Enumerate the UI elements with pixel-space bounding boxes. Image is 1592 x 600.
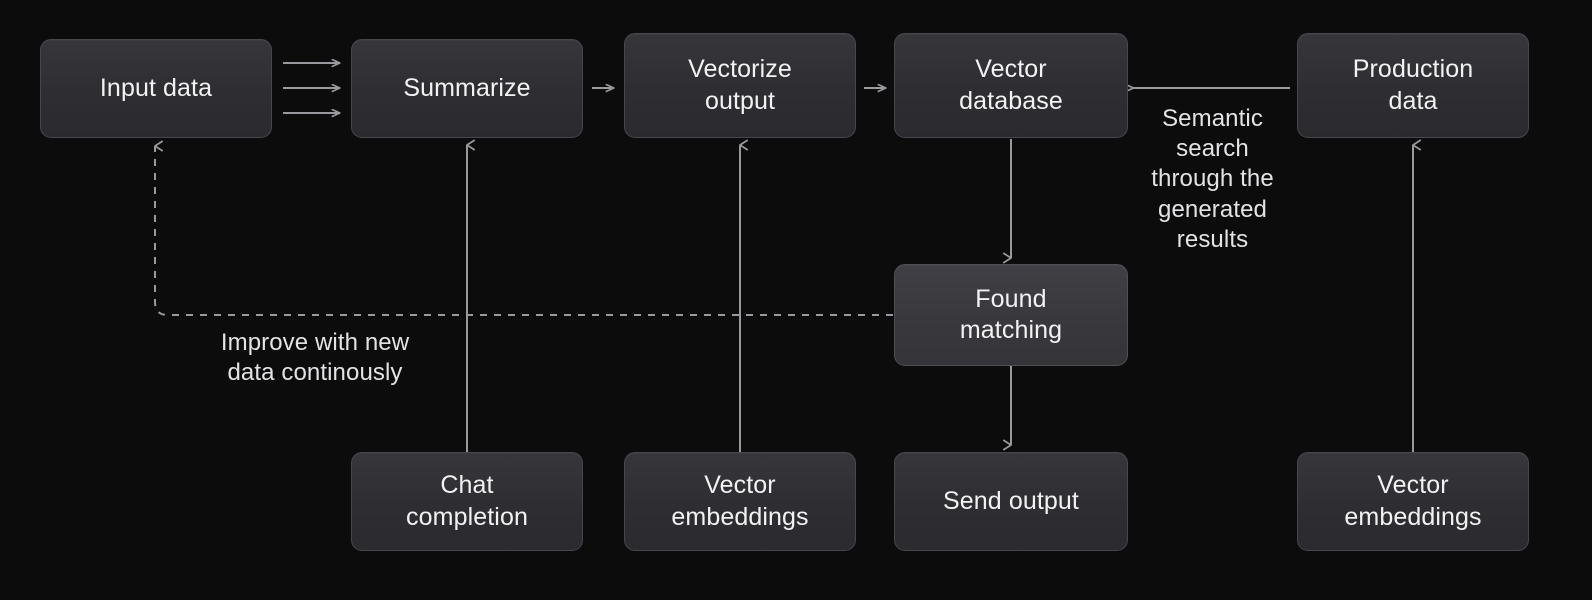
edge-label-semantic-search: Semantic search through the generated re…	[1151, 105, 1274, 253]
node-vector-database[interactable]: Vector database	[894, 33, 1128, 138]
node-production-data[interactable]: Production data	[1297, 33, 1529, 138]
node-vector-embeddings-mid-label: Vector embeddings	[671, 471, 809, 531]
node-vector-database-label: Vector database	[959, 55, 1063, 115]
node-chat-completion-label: Chat completion	[406, 471, 528, 531]
node-found-matching-label: Found matching	[959, 284, 1063, 345]
node-send-output[interactable]: Send output	[894, 452, 1128, 551]
node-vector-embeddings-right[interactable]: Vector embeddings	[1297, 452, 1529, 551]
edge-found-matching-to-input-data-dashed	[154, 140, 893, 316]
node-vectorize-output[interactable]: Vectorize output	[624, 33, 856, 138]
node-send-output-label: Send output	[943, 486, 1079, 515]
node-chat-completion[interactable]: Chat completion	[351, 452, 583, 551]
node-input-data-label: Input data	[99, 73, 213, 102]
node-summarize-label: Summarize	[403, 73, 531, 102]
node-production-data-label: Production data	[1352, 55, 1474, 115]
node-vector-embeddings-right-label: Vector embeddings	[1344, 471, 1482, 531]
edge-input-data-to-summarize	[283, 63, 340, 113]
node-summarize[interactable]: Summarize	[351, 39, 583, 138]
edge-label-improve-with-new-data: Improve with new data continously	[220, 329, 410, 387]
node-found-matching[interactable]: Found matching	[894, 264, 1128, 366]
node-input-data[interactable]: Input data	[40, 39, 272, 138]
node-vectorize-output-label: Vectorize output	[688, 55, 792, 115]
node-vector-embeddings-mid[interactable]: Vector embeddings	[624, 452, 856, 551]
